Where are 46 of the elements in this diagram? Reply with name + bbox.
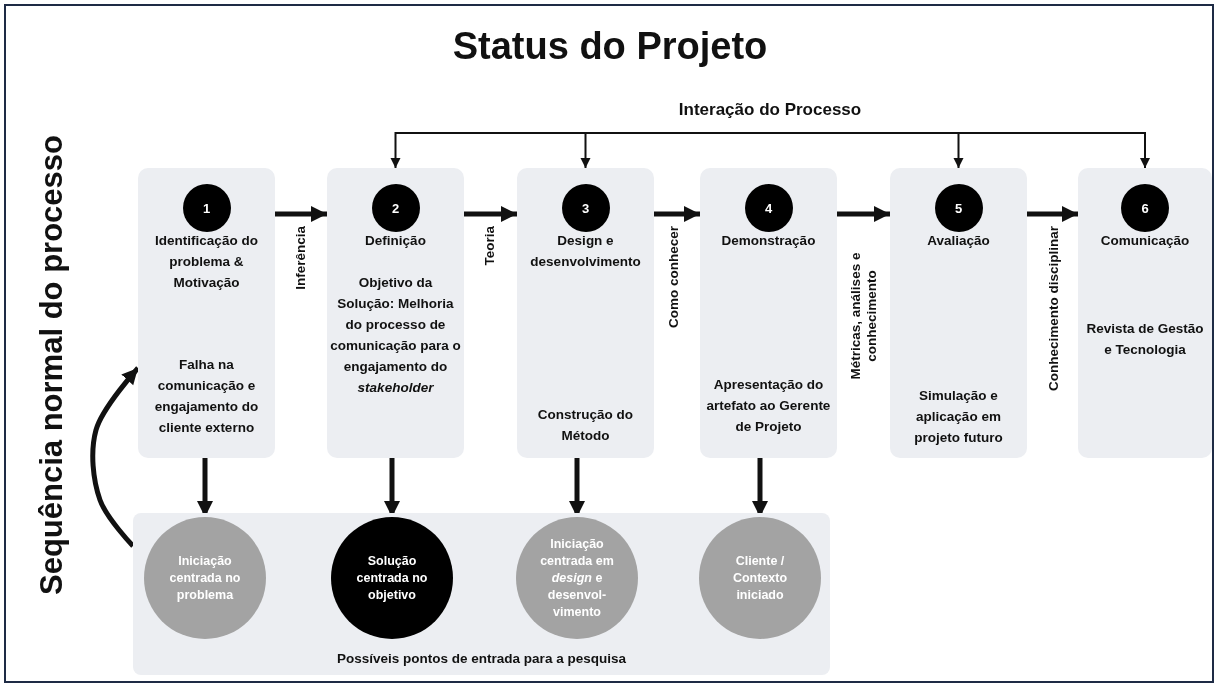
arrow — [90, 366, 140, 548]
edge-label: Como conhecer — [666, 226, 682, 329]
step-description: Falha na comunicação e engajamento do cliente externo — [153, 356, 260, 437]
entry-point-text: Solução centrada no objetivo — [355, 552, 429, 604]
step-title: Identificação do problema & Motivação — [154, 232, 259, 292]
arrow — [837, 206, 890, 222]
step-card — [138, 168, 275, 458]
step-description: Simulação e aplicação em projeto futuro — [913, 387, 1004, 447]
arrow — [654, 206, 700, 222]
step-card — [700, 168, 837, 458]
edge-label: Inferência — [293, 226, 309, 290]
step-title: Design e desenvolvimento — [529, 232, 642, 271]
step-card — [1078, 168, 1212, 458]
step-description: Objetivo da Solução: Melhoria do processo de comunicação para o engajamento do stakeholder — [330, 274, 461, 397]
step-card — [327, 168, 464, 458]
entry-points-panel — [133, 513, 830, 675]
step-title: Definição — [364, 232, 427, 250]
step-description: Construção do Método — [536, 406, 635, 445]
step-number: 1 — [182, 184, 231, 232]
vertical-label: Sequência normal do processo — [33, 134, 70, 597]
step-number: 3 — [561, 184, 610, 232]
step-number: 4 — [744, 184, 793, 232]
step-title: Demonstração — [720, 232, 817, 250]
step-description: Revista de Gestão e Tecnologia — [1085, 320, 1205, 359]
entry-point-text: Cliente / Contexto iniciado — [731, 552, 789, 604]
arrow — [769, 132, 1150, 169]
arrow — [275, 206, 327, 222]
panel-caption: Possíveis pontos de entrada para a pesquisa — [336, 650, 627, 668]
step-number: 6 — [1121, 184, 1169, 232]
edge-label: Teoria — [482, 226, 498, 266]
edge-label: Métricas, análises e conhecimento — [848, 251, 880, 382]
step-number: 2 — [371, 184, 420, 232]
entry-point-text: Iniciação centrada em design e desenvol-vimento — [539, 535, 615, 621]
step-card — [517, 168, 654, 458]
edge-label: Conhecimento disciplinar — [1046, 226, 1062, 392]
step-card — [890, 168, 1027, 458]
step-description: Apresentação do artefato ao Gerente de Projeto — [705, 376, 832, 436]
entry-point-text: Iniciação centrada no problema — [168, 552, 242, 604]
diagram-title: Status do Projeto — [451, 24, 769, 69]
section-heading: Interação do Processo — [640, 98, 900, 133]
step-title: Comunicação — [1099, 232, 1191, 250]
step-number: 5 — [934, 184, 983, 232]
step-title: Avaliação — [926, 232, 991, 250]
arrow — [1027, 206, 1078, 222]
arrow — [580, 132, 771, 169]
arrow — [464, 206, 517, 222]
